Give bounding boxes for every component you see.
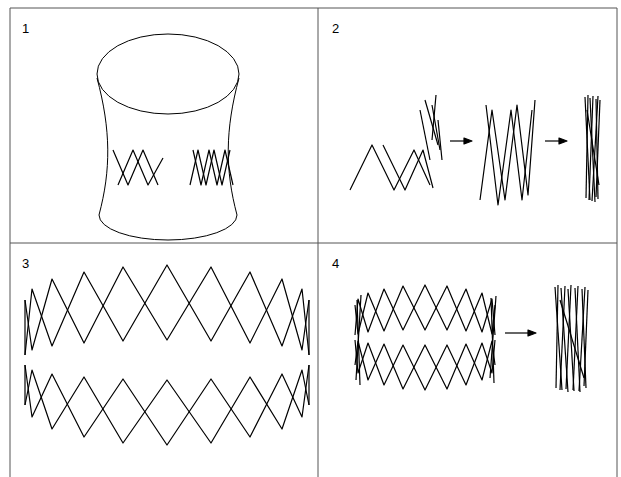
hyperboloid-surface [97, 34, 239, 240]
panel-number: 2 [331, 21, 340, 36]
sequence-arrow [505, 330, 536, 336]
panel-number: 3 [21, 256, 30, 271]
sequence-arrow [450, 138, 567, 144]
panel-number: 4 [331, 256, 340, 271]
panel-grid [10, 8, 617, 477]
folding-ring [355, 285, 588, 392]
folding-lattice [350, 95, 600, 205]
deployed-ring [25, 265, 309, 445]
lattice-detail [113, 150, 233, 185]
panel-number: 1 [21, 21, 30, 36]
